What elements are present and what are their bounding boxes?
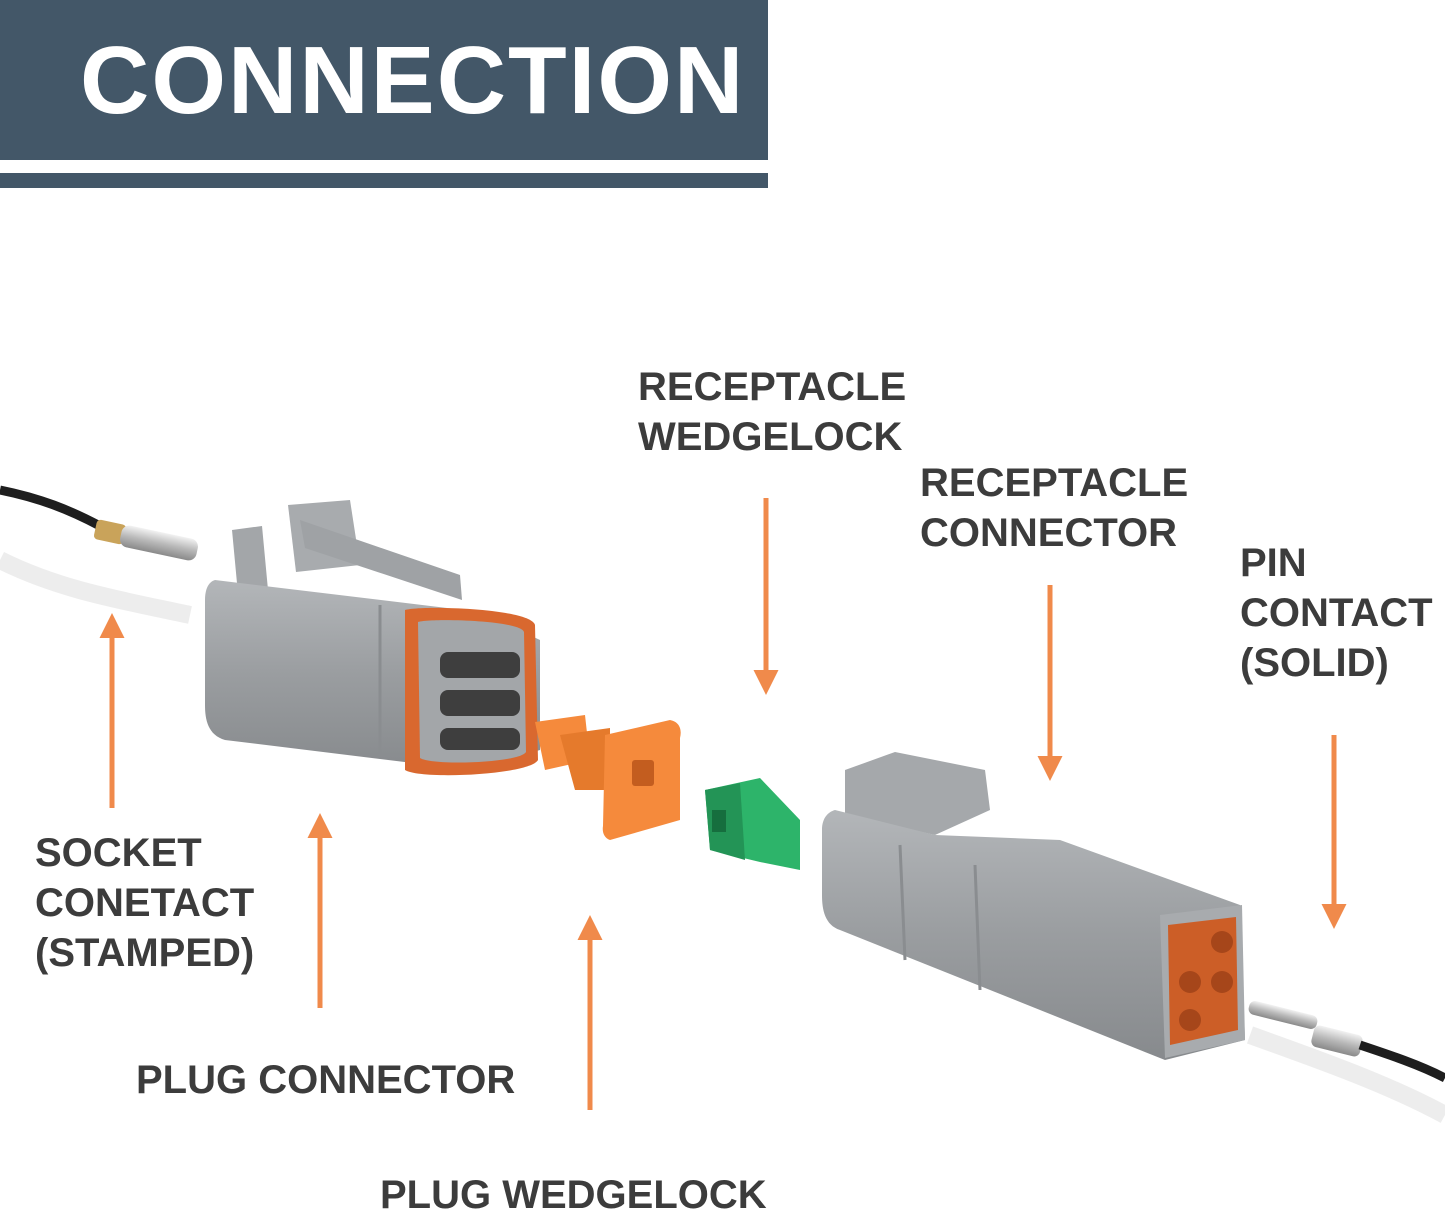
label-socket-contact: SOCKET CONETACT (STAMPED) — [35, 831, 255, 975]
plug-wedgelock-part — [535, 715, 681, 840]
title-banner — [0, 0, 768, 160]
receptacle-connector-part — [822, 752, 1245, 1060]
pin-contact-part — [1246, 1001, 1445, 1123]
page-title: CONNECTION — [80, 27, 746, 134]
title-banner-stripe — [0, 173, 768, 188]
label-pin-contact: PIN CONTACT (SOLID) — [1240, 541, 1433, 685]
receptacle-wedgelock-part — [705, 778, 800, 870]
plug-connector-part — [205, 500, 540, 776]
label-receptacle-wedgelock: RECEPTACLE WEDGELOCK — [638, 365, 907, 459]
socket-contact-part — [0, 485, 198, 624]
label-plug-connector: PLUG CONNECTOR — [136, 1058, 516, 1102]
label-receptacle-connector: RECEPTACLE CONNECTOR — [920, 461, 1189, 555]
label-plug-wedgelock: PLUG WEDGELOCK — [380, 1173, 767, 1217]
